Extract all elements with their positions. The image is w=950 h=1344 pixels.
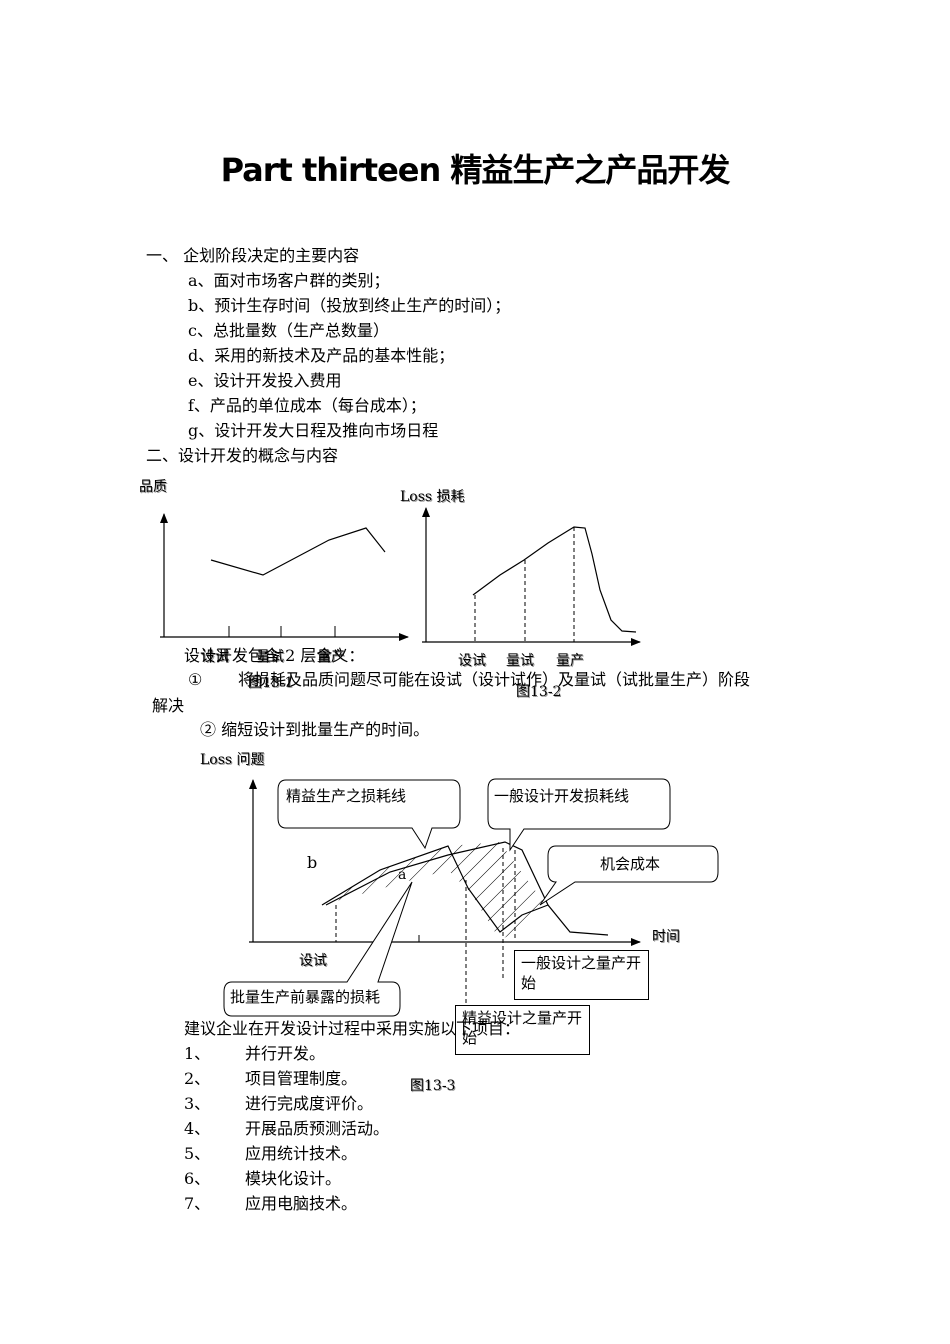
callout-opportunity: [539, 845, 719, 906]
design-meaning-intro: 设计开发包含 2 层含义：: [184, 646, 365, 665]
suggestion-num: 3、: [184, 1094, 211, 1113]
fig2-x-tick: 量试: [506, 653, 534, 669]
design-meaning-item1-cont: 解决: [152, 696, 185, 715]
section-2-heading: 二、设计开发的概念与内容: [146, 446, 339, 465]
list-item: e、设计开发投入费用: [188, 371, 342, 390]
suggestion-num: 2、: [184, 1069, 211, 1088]
list-item: d、采用的新技术及产品的基本性能；: [188, 346, 455, 365]
suggestion-item: 模块化设计。: [245, 1169, 342, 1188]
suggestion-item: 应用统计技术。: [245, 1144, 358, 1163]
design-meaning-item1: 将损耗及品质问题尽可能在设试（设计试作）及量试（试批量生产）阶段: [238, 670, 751, 689]
callout-lean-loss: [277, 779, 461, 850]
callout-general-loss-text: 一般设计开发损耗线: [494, 787, 630, 805]
fig1-y-label: 品质: [139, 479, 167, 495]
fig1-x-tick: 量产: [317, 649, 345, 665]
suggestion-num: 4、: [184, 1119, 211, 1138]
suggestion-intro: 建议企业在开发设计过程中采用实施以下项目：: [184, 1019, 521, 1038]
design-meaning-item2: ② 缩短设计到批量生产的时间。: [200, 720, 430, 739]
callout-lean-loss-text: 精益生产之损耗线: [286, 787, 407, 805]
fig2-x-tick: 设试: [458, 653, 486, 669]
fig3-point-b: b: [307, 853, 318, 872]
callout-general-loss: [487, 778, 671, 852]
fig3-y-label: Loss 问题: [200, 752, 265, 768]
figure-2-chart: [422, 507, 641, 646]
suggestion-item: 应用电脑技术。: [245, 1194, 358, 1213]
list-item: c、总批量数（生产总数量）: [188, 321, 389, 340]
suggestion-item: 并行开发。: [245, 1044, 326, 1063]
callout-exposed-loss: [223, 881, 413, 1017]
suggestion-num: 1、: [184, 1044, 211, 1063]
page-title: Part thirteen 精益生产之产品开发: [220, 151, 731, 189]
fig3-caption: 图13-3: [410, 1078, 456, 1094]
fig3-point-a: a: [398, 867, 407, 883]
fig3-x-label: 时间: [652, 929, 680, 945]
design-meaning-item1-num: ①: [188, 670, 203, 689]
fig2-x-tick: 量产: [556, 653, 584, 669]
box-lean-mass-production: 精益设计之量产开始: [455, 1005, 590, 1055]
box-general-mass-production: 一般设计之量产开始: [514, 950, 649, 1000]
fig3-lean-loss-line: [321, 845, 549, 933]
suggestion-num: 5、: [184, 1144, 211, 1163]
fig1-quality-line: [210, 527, 386, 576]
fig1-x-tick: 设试: [201, 649, 229, 665]
callout-exposed-loss-text: 批量生产前暴露的损耗: [230, 988, 381, 1006]
fig3-hatch-a: [322, 842, 500, 905]
list-item: b、预计生存时间（投放到终止生产的时间）；: [188, 296, 511, 315]
figure-3-chart: [223, 778, 719, 1017]
fig1-caption: 图13-1: [248, 675, 294, 691]
fig3-hatch-opportunity: [448, 842, 548, 940]
fig3-x-tick-trial: 设试: [299, 953, 327, 969]
suggestion-item: 进行完成度评价。: [245, 1094, 374, 1113]
fig3-general-loss-line: [325, 841, 609, 936]
figure-1-chart: [160, 513, 409, 641]
list-item: g、设计开发大日程及推向市场日程: [188, 421, 439, 440]
fig2-loss-line: [472, 526, 637, 633]
suggestion-num: 6、: [184, 1169, 211, 1188]
callout-opportunity-text: 机会成本: [600, 855, 661, 873]
suggestion-item: 开展品质预测活动。: [245, 1119, 390, 1138]
fig2-caption: 图13-2: [516, 684, 562, 700]
fig2-y-label: Loss 损耗: [400, 489, 465, 505]
list-item: f、产品的单位成本（每台成本）；: [188, 396, 426, 415]
suggestion-num: 7、: [184, 1194, 211, 1213]
fig1-x-tick: 量试: [256, 649, 284, 665]
suggestion-item: 项目管理制度。: [245, 1069, 358, 1088]
list-item: a、面对市场客户群的类别；: [188, 271, 390, 290]
section-1-heading: 一、 企划阶段决定的主要内容: [146, 246, 360, 265]
